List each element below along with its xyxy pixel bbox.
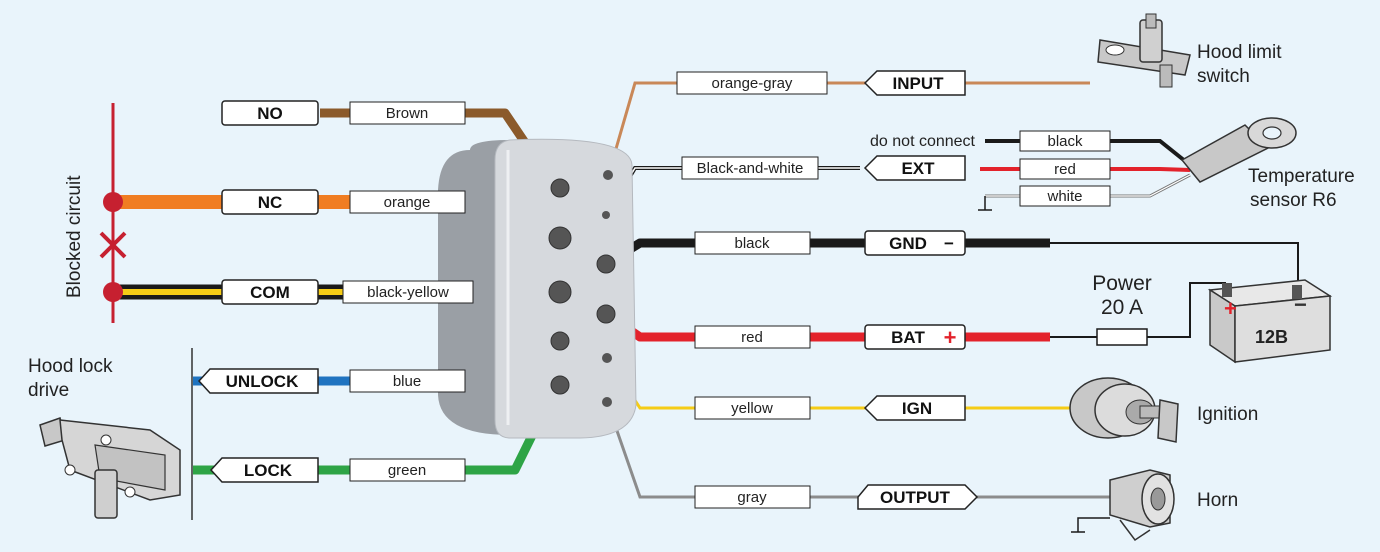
tag-unlock-text: UNLOCK xyxy=(226,372,299,391)
label-sensor-red: red xyxy=(1019,158,1111,180)
label-sensor-red-text: red xyxy=(1054,161,1076,178)
tag-unlock: UNLOCK xyxy=(197,368,319,394)
tag-ign-text: IGN xyxy=(902,399,932,418)
label-sensor-white: white xyxy=(1019,185,1111,207)
fuse-icon xyxy=(1096,328,1148,346)
label-brown: Brown xyxy=(349,101,466,125)
blocked-circuit-label: Blocked circuit xyxy=(64,175,85,298)
label-yellow-text: yellow xyxy=(731,400,773,417)
label-black-yellow: black-yellow xyxy=(342,280,474,304)
label-gray: gray xyxy=(694,485,811,509)
hood-limit-switch-icon xyxy=(1097,13,1191,88)
label-green: green xyxy=(349,458,466,482)
tag-no-text: NO xyxy=(257,104,283,123)
label-black-and-white-text: Black-and-white xyxy=(697,160,804,177)
tag-nc-text: NC xyxy=(258,193,283,212)
hood-lock-drive-label-1: Hood lock xyxy=(28,356,113,377)
label-red: red xyxy=(694,325,811,349)
terminal-lock xyxy=(550,375,570,395)
wire-gray xyxy=(605,401,1110,499)
battery-icon: + − 12B xyxy=(1207,279,1333,364)
ignition-label: Ignition xyxy=(1197,404,1258,425)
tag-bat: BAT + xyxy=(864,324,966,350)
terminal-ext xyxy=(602,211,610,219)
do-not-connect-label: do not connect xyxy=(870,133,976,150)
battery-voltage-label: 12B xyxy=(1255,327,1288,347)
label-red-text: red xyxy=(741,329,763,346)
tag-com-text: COM xyxy=(250,283,290,302)
label-orange-text: orange xyxy=(384,194,431,211)
wire-black xyxy=(603,238,1050,268)
tag-lock: LOCK xyxy=(209,457,319,483)
plus-sign: + xyxy=(944,325,957,350)
horn-label: Horn xyxy=(1197,490,1238,511)
label-sensor-black-text: black xyxy=(1047,133,1083,150)
horn-ground-icon xyxy=(1071,517,1110,533)
com-circuit-dot xyxy=(103,282,123,302)
label-orange: orange xyxy=(349,190,466,214)
tag-no: NO xyxy=(221,100,319,126)
tag-lock-text: LOCK xyxy=(244,461,293,480)
label-brown-text: Brown xyxy=(386,105,429,122)
terminal-unlock xyxy=(550,331,570,351)
nc-circuit-dot xyxy=(103,192,123,212)
terminal-input xyxy=(603,170,613,180)
tag-gnd: GND − xyxy=(864,230,966,256)
terminal-com xyxy=(548,280,572,304)
hood-lock-drive-label-2: drive xyxy=(28,380,69,401)
tag-nc: NC xyxy=(221,189,319,215)
terminal-gnd xyxy=(596,254,616,274)
tag-com: COM xyxy=(221,279,319,305)
hood-limit-switch-label-1: Hood limit xyxy=(1197,42,1282,63)
hood-lock-drive-icon xyxy=(39,417,181,519)
terminal-bat xyxy=(596,304,616,324)
temperature-sensor-icon xyxy=(1180,117,1297,183)
label-gray-text: gray xyxy=(737,489,767,506)
fuse-rating-label: 20 A xyxy=(1101,296,1143,319)
circuit-break-icon xyxy=(99,231,127,259)
tag-output: OUTPUT xyxy=(857,484,979,510)
label-sensor-white-text: white xyxy=(1046,188,1082,205)
label-black-and-white: Black-and-white xyxy=(681,156,819,180)
terminal-no xyxy=(550,178,570,198)
temperature-sensor-label-1: Temperature xyxy=(1248,166,1355,187)
label-green-text: green xyxy=(388,462,426,479)
tag-bat-text: BAT xyxy=(891,328,925,347)
wire-red xyxy=(603,310,1050,342)
tag-ign: IGN xyxy=(863,395,966,421)
label-orange-gray-text: orange-gray xyxy=(712,75,793,92)
terminal-ign xyxy=(602,353,612,363)
label-sensor-black: black xyxy=(1019,130,1111,152)
terminal-nc xyxy=(548,226,572,250)
label-black-yellow-text: black-yellow xyxy=(367,284,449,301)
label-orange-gray: orange-gray xyxy=(676,71,828,95)
label-blue: blue xyxy=(349,369,466,393)
wire-orange-gray xyxy=(607,81,1090,174)
horn-icon xyxy=(1109,469,1175,542)
battery-plus-sign: + xyxy=(1224,296,1237,321)
minus-sign: − xyxy=(944,234,954,253)
terminal-output xyxy=(602,397,612,407)
wire-yellow xyxy=(605,357,1080,410)
tag-ext: EXT xyxy=(863,155,966,181)
hood-limit-switch-label-2: switch xyxy=(1197,66,1250,87)
tag-output-text: OUTPUT xyxy=(880,488,951,507)
ignition-icon xyxy=(1069,377,1179,443)
tag-gnd-text: GND xyxy=(889,234,927,253)
label-blue-text: blue xyxy=(393,373,421,390)
power-label: Power xyxy=(1092,272,1152,295)
temperature-sensor-label-2: sensor R6 xyxy=(1250,190,1337,211)
tag-input: INPUT xyxy=(863,70,966,96)
label-black-text: black xyxy=(734,235,770,252)
tag-input-text: INPUT xyxy=(893,74,945,93)
label-yellow: yellow xyxy=(694,396,811,420)
battery-minus-sign: − xyxy=(1294,292,1307,317)
label-black: black xyxy=(694,231,811,255)
tag-ext-text: EXT xyxy=(901,159,935,178)
